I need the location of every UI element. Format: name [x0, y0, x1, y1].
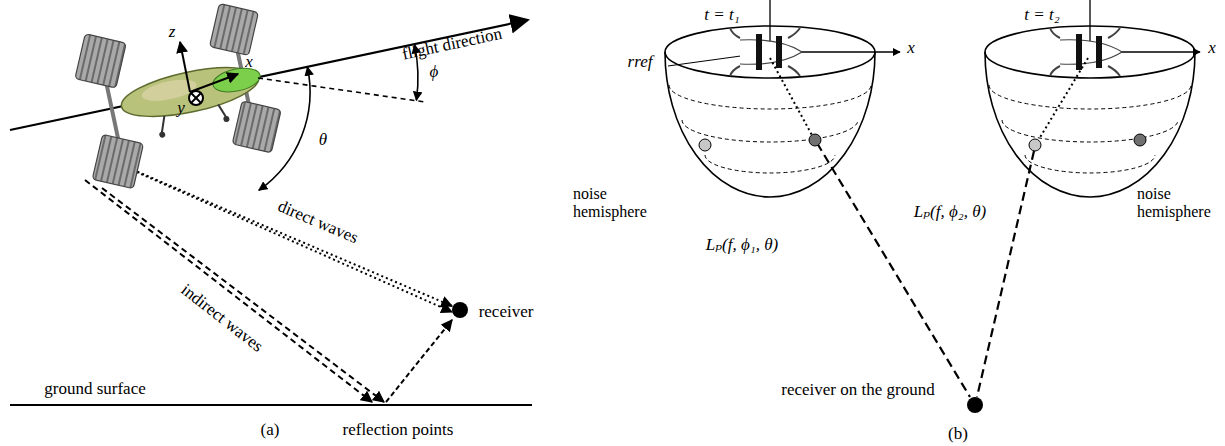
- illustration-line: [180, 42, 190, 92]
- illustration-path: [1060, 40, 1122, 65]
- ground-label: ground surface: [44, 379, 146, 399]
- angle-label: θ: [319, 130, 327, 150]
- illustration-path: [259, 67, 310, 190]
- illustration-path: [665, 52, 875, 197]
- illustration-line: [770, 58, 813, 137]
- illustration-rect: [1096, 36, 1102, 68]
- wave-label: indirect waves: [175, 278, 270, 358]
- illustration-rect: [210, 4, 259, 56]
- illustration-line: [190, 74, 238, 92]
- illustration-circle: [189, 91, 203, 105]
- illustration-path: [985, 52, 1195, 197]
- illustration-line: [1039, 58, 1088, 139]
- direction-label: flight direction: [400, 24, 503, 64]
- illustration-line: [258, 78, 425, 102]
- illustration-g: [62, 0, 291, 197]
- hemisphere-label: noise hemisphere: [573, 185, 657, 222]
- illustration-rect: [92, 134, 143, 188]
- level-label: Lₚ(f, ϕ₂, θ): [914, 202, 986, 222]
- illustration-circle: [1134, 134, 1146, 146]
- illustration-line: [191, 93, 201, 103]
- illustration-path: [730, 28, 800, 76]
- illustration-circle: [223, 115, 230, 122]
- illustration-g: [1050, 28, 1122, 76]
- illustration-line: [977, 151, 1034, 397]
- illustration-rect: [756, 34, 762, 70]
- illustration-line: [159, 116, 168, 133]
- illustration-ellipse: [117, 58, 262, 126]
- illustration-path: [669, 85, 871, 109]
- illustration-line: [218, 103, 226, 118]
- illustration-line: [191, 93, 201, 103]
- illustration-line: [102, 188, 384, 402]
- axis-label: x: [907, 38, 915, 58]
- illustration-rect: [776, 36, 782, 68]
- panel-label: (a): [261, 420, 280, 440]
- reflection-label: reflection points: [343, 420, 454, 440]
- illustration-rect: [1076, 34, 1082, 70]
- illustration-path: [1002, 120, 1178, 142]
- illustration-path: [1025, 155, 1155, 173]
- illustration-path: [682, 120, 858, 142]
- illustration-circle: [1029, 139, 1041, 151]
- wave-label: direct waves: [272, 195, 364, 249]
- illustration-line: [10, 404, 532, 406]
- illustration-circle: [699, 139, 711, 151]
- illustration-path: [740, 40, 802, 65]
- level-label: Lₚ(f, ϕ₁, θ): [706, 235, 778, 255]
- illustration-g: [730, 28, 802, 76]
- axis-label: y: [177, 98, 185, 118]
- illustration-ellipse: [211, 64, 263, 95]
- illustration-circle: [967, 397, 983, 413]
- axis-label: x: [1208, 38, 1216, 58]
- receiver-label: receiver: [479, 302, 534, 322]
- time-label: t = t₂: [1024, 5, 1059, 25]
- axis-label: z: [169, 22, 176, 42]
- axis-label: x: [245, 52, 253, 72]
- illustration-rect: [75, 34, 126, 88]
- illustration-line: [386, 320, 452, 402]
- illustration-path: [1050, 28, 1120, 76]
- panel-label: (b): [948, 424, 968, 444]
- illustration-path: [705, 155, 835, 173]
- time-label: t = t₁: [704, 5, 739, 25]
- illustration-line: [85, 180, 372, 402]
- illustration-circle: [159, 131, 166, 138]
- illustration-circle: [809, 134, 821, 146]
- illustration-path: [989, 85, 1191, 109]
- illustration-rect: [232, 101, 281, 153]
- illustration-line: [817, 143, 970, 397]
- radius-label: rref: [628, 52, 653, 72]
- illustration-circle: [452, 302, 468, 318]
- angle-label: ϕ: [430, 62, 439, 82]
- hemisphere-label: noise hemisphere: [1137, 185, 1221, 222]
- receiver-label: receiver on the ground: [781, 380, 934, 400]
